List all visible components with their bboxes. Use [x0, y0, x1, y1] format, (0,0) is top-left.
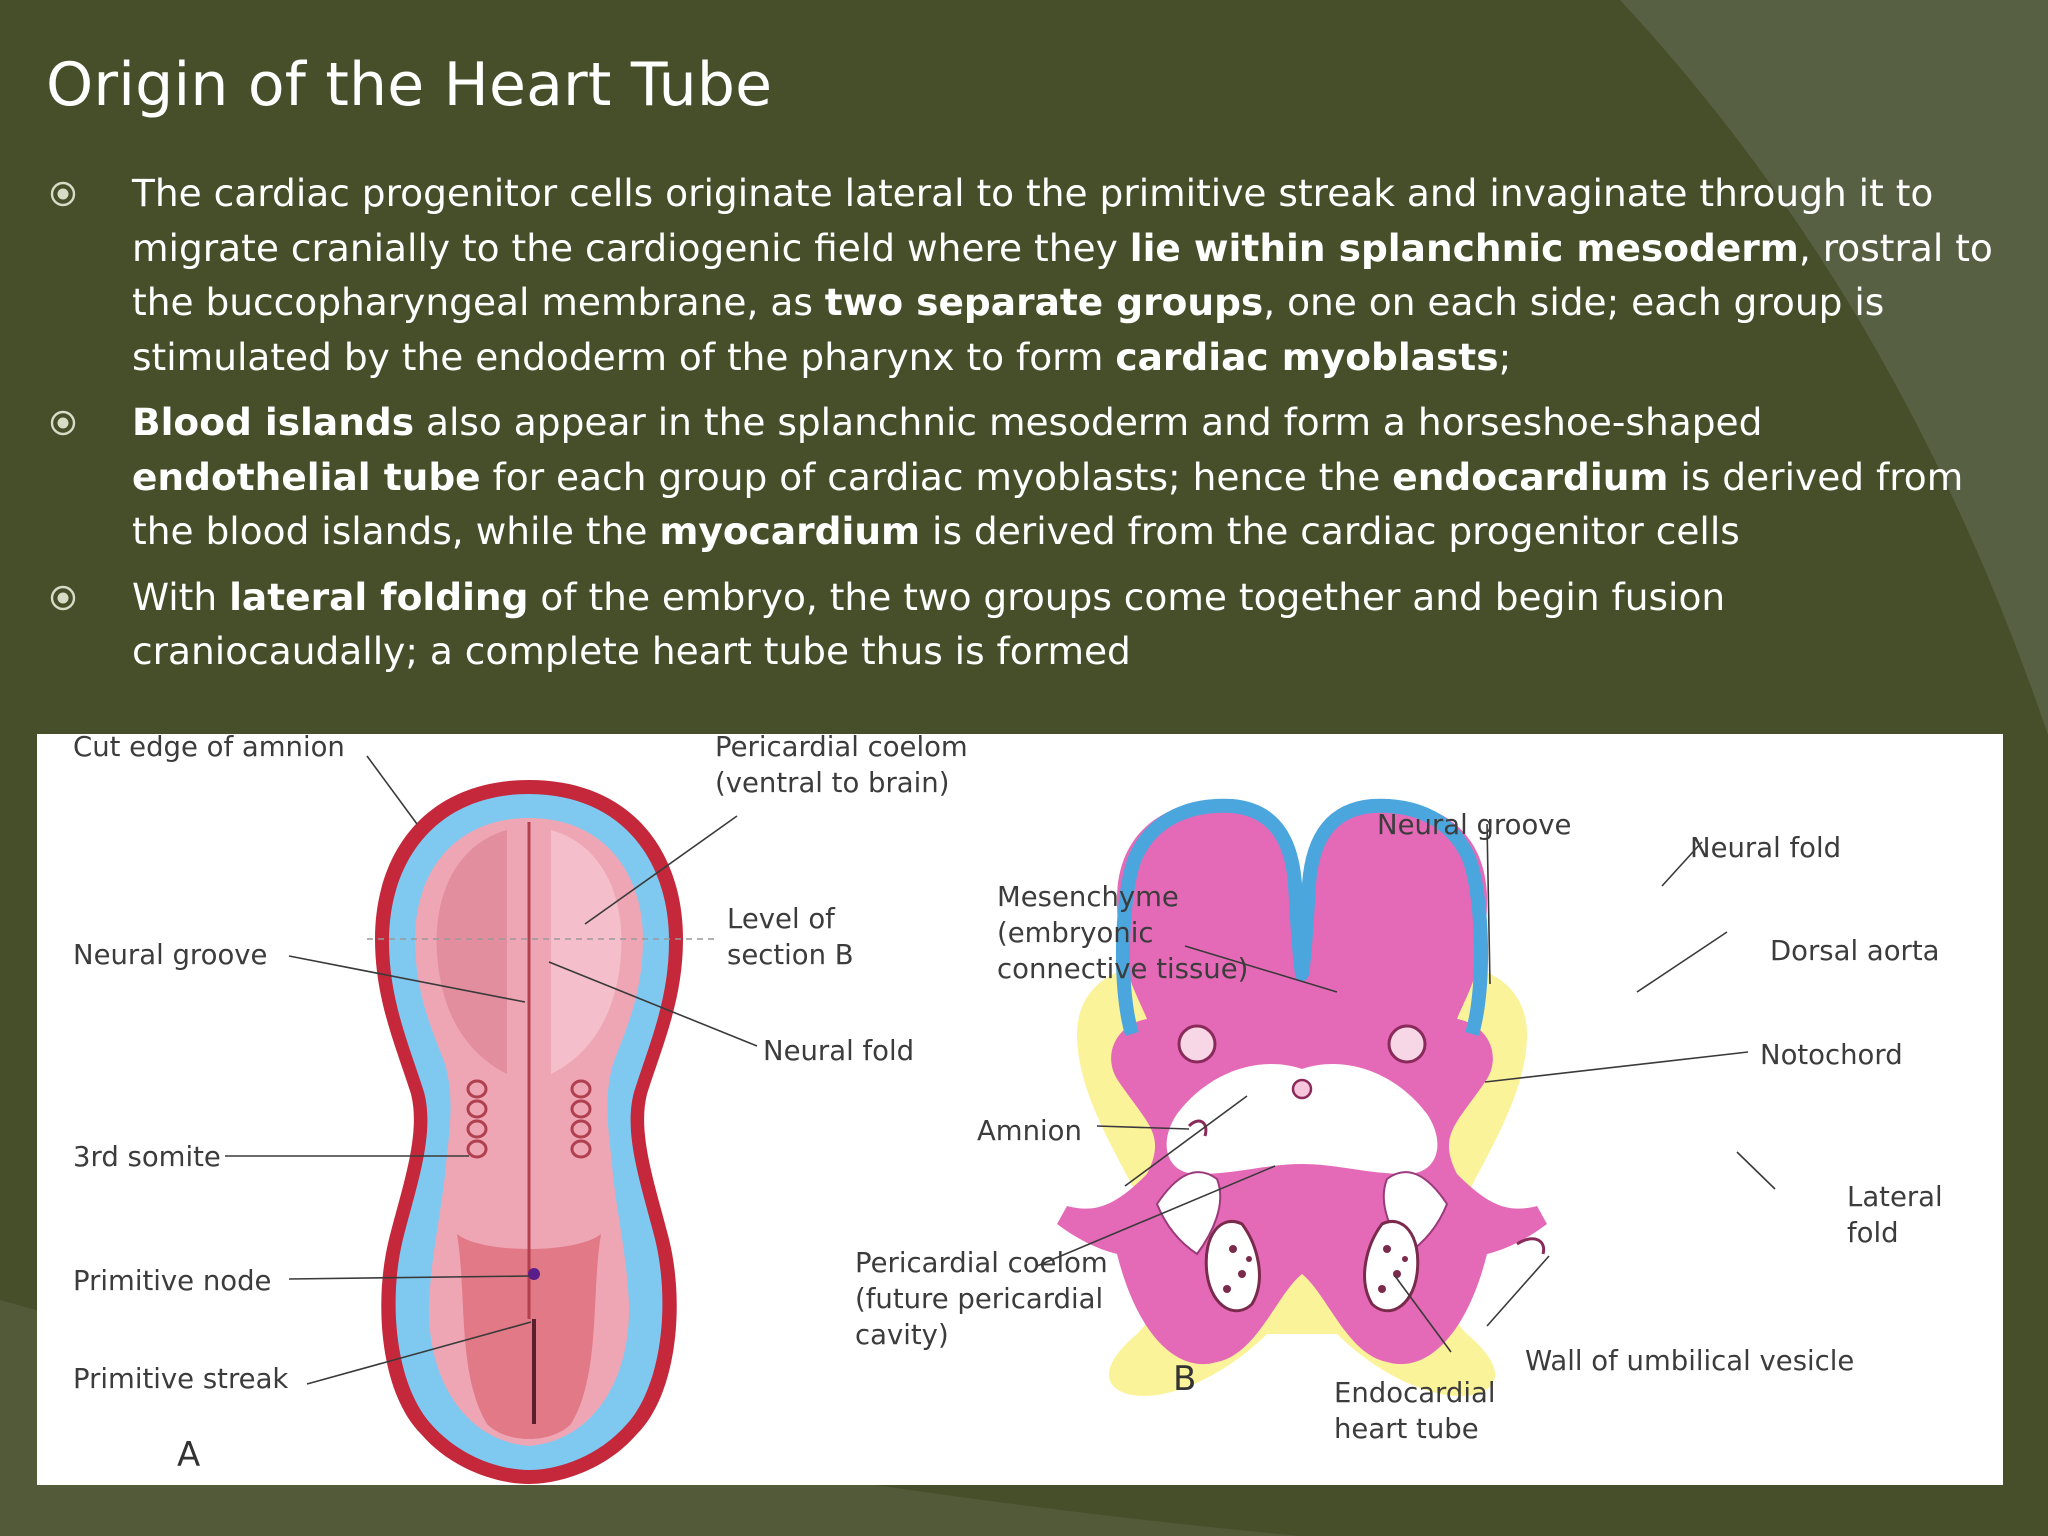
bullet-item: With lateral folding of the embryo, the …	[50, 570, 1995, 679]
bullet-text-segment: is derived from the blood islands, while…	[132, 454, 1964, 554]
label-neural-fold-a: Neural fold	[763, 1035, 914, 1067]
label-mesenchyme-line2: (embryonic	[997, 917, 1154, 949]
label-level-section-line1: Level of	[727, 903, 836, 935]
bullet-bold-segment: endothelial tube	[132, 454, 481, 499]
bullet-bold-segment: myocardium	[659, 509, 921, 553]
dorsal-aorta-left	[1177, 1024, 1217, 1064]
dorsal-aorta-right	[1387, 1024, 1427, 1064]
somites-left	[466, 1079, 488, 1159]
bullet-text-segment: With	[132, 574, 230, 619]
label-wall-umbilical-vesicle: Wall of umbilical vesicle	[1525, 1345, 1854, 1377]
label-cut-edge-amnion: Cut edge of amnion	[73, 734, 345, 763]
bullet-text-segment: ;	[1498, 334, 1512, 379]
bullet-text-segment: for each group of cardiac myoblasts; hen…	[480, 454, 1393, 499]
bullet-text: With lateral folding of the embryo, the …	[132, 570, 1995, 679]
umbilical-vesicle-edge-right	[1516, 1237, 1546, 1255]
bullet-text-segment: of the embryo, the two groups come toget…	[132, 574, 1726, 674]
label-notochord: Notochord	[1760, 1039, 1903, 1071]
bullet-bold-segment: cardiac myoblasts	[1115, 334, 1499, 379]
ectoderm-blue-layer	[1115, 798, 1489, 1037]
panel-b-letter: B	[1173, 1359, 1196, 1399]
label-endocardial-line1: Endocardial	[1334, 1377, 1495, 1409]
somites-right	[570, 1079, 592, 1159]
bullet-text: The cardiac progenitor cells originate l…	[132, 166, 1995, 384]
primitive-node	[528, 1268, 540, 1280]
label-neural-groove-b: Neural groove	[1377, 809, 1571, 841]
slide-title: Origin of the Heart Tube	[46, 50, 773, 120]
panel-a-leaders	[225, 755, 758, 1385]
neural-plate-right	[551, 830, 622, 1074]
label-endocardial-line2: heart tube	[1334, 1413, 1479, 1445]
label-lateral-fold-line1: Lateral	[1847, 1181, 1943, 1213]
bullet-text-segment: is derived from the cardiac progenitor c…	[920, 509, 1740, 553]
bullet-text-segment: also appear in the splanchnic mesoderm a…	[414, 400, 1763, 444]
bullet-list: The cardiac progenitor cells originate l…	[50, 166, 1995, 690]
embryo-dorsal-view	[367, 780, 717, 1484]
label-primitive-node: Primitive node	[73, 1265, 271, 1297]
bullet-text-segment: , one on each side; each group is stimul…	[132, 280, 1885, 379]
bullet-bold-segment: lateral folding	[229, 574, 529, 619]
label-dorsal-aorta: Dorsal aorta	[1770, 935, 1940, 967]
bullet-text-segment: , rostral to the buccopharyngeal membran…	[132, 225, 1993, 325]
label-lateral-fold-line2: fold	[1847, 1217, 1899, 1249]
label-pericardial-coelom-b-line2: (future pericardial	[855, 1283, 1103, 1315]
panel-b-leaders	[1036, 823, 1776, 1353]
panel-a-letter: A	[177, 1435, 200, 1475]
amnion-edge-left	[1187, 1119, 1208, 1137]
bullet-bold-segment: endocardium	[1392, 454, 1669, 499]
embryo-cross-section	[1057, 798, 1547, 1396]
bullet-text-segment: The cardiac progenitor cells originate l…	[132, 171, 1934, 270]
bullet-text: Blood islands also appear in the splanch…	[132, 395, 1995, 559]
label-pericardial-coelom-a-line1: Pericardial coelom	[715, 734, 968, 763]
label-pericardial-coelom-b-line3: cavity)	[855, 1319, 949, 1351]
label-amnion: Amnion	[977, 1115, 1082, 1147]
notochord	[1291, 1078, 1313, 1100]
embryo-diagram-figure: Cut edge of amnion Pericardial coelom (v…	[37, 734, 2003, 1485]
label-pericardial-coelom-a-line2: (ventral to brain)	[715, 767, 949, 799]
label-mesenchyme-line3: connective tissue)	[997, 953, 1248, 985]
label-level-section-line2: section B	[727, 939, 854, 971]
neural-plate-left	[436, 830, 507, 1074]
bullet-bold-segment: Blood islands	[132, 400, 415, 444]
bullet-item: The cardiac progenitor cells originate l…	[50, 166, 1995, 384]
pericardial-coelom-left	[1155, 1171, 1222, 1256]
label-neural-groove-a: Neural groove	[73, 939, 267, 971]
circled-dot-icon	[50, 585, 76, 610]
label-primitive-streak: Primitive streak	[73, 1363, 288, 1395]
yolk-cavity-white	[1166, 1064, 1438, 1174]
label-pericardial-coelom-b-line1: Pericardial coelom	[855, 1247, 1108, 1279]
circled-dot-icon	[50, 410, 76, 436]
label-third-somite: 3rd somite	[73, 1141, 221, 1173]
label-mesenchyme-line1: Mesenchyme	[997, 881, 1179, 913]
label-neural-fold-b: Neural fold	[1690, 832, 1841, 864]
bullet-bold-segment: two separate groups	[824, 280, 1264, 324]
endocardial-tube-right	[1204, 1220, 1261, 1313]
caudal-region	[457, 1234, 601, 1439]
circled-dot-icon	[50, 181, 76, 207]
bullet-item: Blood islands also appear in the splanch…	[50, 395, 1995, 559]
bullet-bold-segment: lie within splanchnic mesoderm	[1129, 225, 1799, 270]
endocardial-blood-dots	[1223, 1245, 1408, 1293]
